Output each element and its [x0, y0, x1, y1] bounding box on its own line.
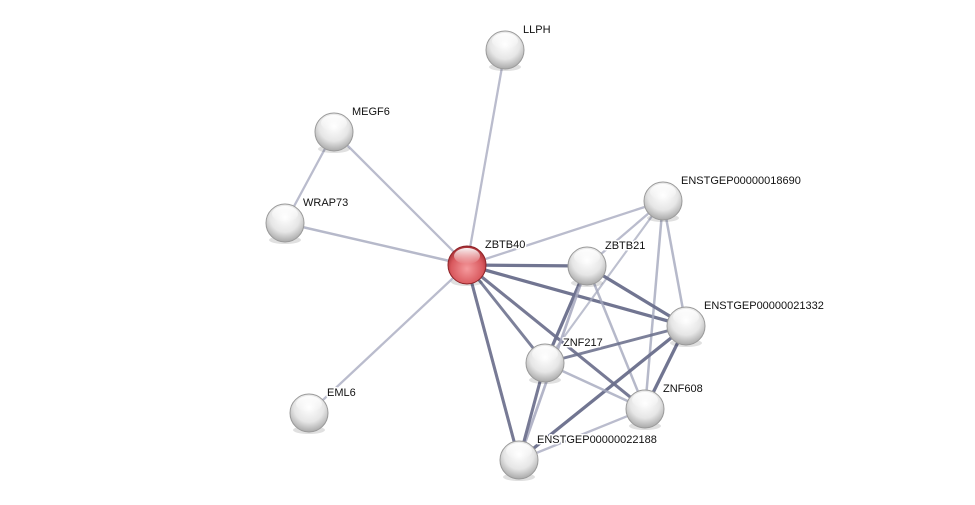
node-eml6[interactable]: EML6: [289, 386, 357, 434]
node-highlight: [532, 346, 558, 362]
edge-e18690-znf217[interactable]: [544, 200, 664, 364]
node-highlight: [650, 184, 676, 200]
node-e18690[interactable]: ENSTGEP00000018690: [643, 174, 802, 222]
node-highlight: [632, 392, 658, 408]
edge-zbtb40-e18690[interactable]: [466, 199, 664, 267]
edge-zbtb40-znf217[interactable]: [465, 264, 547, 364]
node-llph[interactable]: LLPH: [485, 23, 552, 71]
node-label: ZNF608: [663, 383, 703, 395]
edge-llph-zbtb40[interactable]: [465, 49, 507, 266]
edge-e21332-e22188[interactable]: [517, 324, 688, 462]
node-znf608[interactable]: ZNF608: [625, 382, 704, 430]
node-label: ENSTGEP00000021332: [704, 300, 824, 312]
node-label: WRAP73: [303, 197, 348, 209]
edge-zbtb40-e22188[interactable]: [465, 264, 521, 461]
node-zbtb40[interactable]: ZBTB40: [447, 238, 527, 286]
node-highlight: [296, 396, 322, 412]
node-highlight: [321, 115, 347, 131]
edge-megf6-zbtb40[interactable]: [333, 131, 468, 266]
node-highlight: [673, 309, 699, 325]
node-label: ENSTGEP00000018690: [681, 175, 801, 187]
edge-e18690-e21332[interactable]: [661, 200, 688, 327]
edge-zbtb40-zbtb21[interactable]: [466, 263, 588, 268]
node-label: ENSTGEP00000022188: [537, 434, 657, 446]
node-megf6[interactable]: MEGF6: [314, 105, 391, 153]
node-label: ZBTB40: [485, 239, 525, 251]
edge-znf608-e22188[interactable]: [518, 407, 646, 462]
node-highlight: [454, 248, 480, 264]
node-znf217[interactable]: ZNF217: [525, 336, 604, 384]
node-zbtb21[interactable]: ZBTB21: [567, 239, 647, 287]
node-e22188[interactable]: ENSTGEP00000022188: [499, 433, 658, 481]
edge-wrap73-zbtb40[interactable]: [284, 221, 468, 267]
node-e21332[interactable]: ENSTGEP00000021332: [666, 299, 825, 347]
node-label: ZNF217: [563, 337, 603, 349]
node-highlight: [492, 33, 518, 49]
node-label: EML6: [327, 387, 356, 399]
node-label: ZBTB21: [605, 240, 645, 252]
node-label: LLPH: [523, 24, 551, 36]
edge-e21332-znf217[interactable]: [544, 324, 687, 365]
node-wrap73[interactable]: WRAP73: [265, 196, 350, 244]
node-highlight: [272, 206, 298, 222]
node-label: MEGF6: [352, 106, 390, 118]
edge-zbtb21-znf608[interactable]: [585, 265, 647, 410]
edge-eml6-zbtb40[interactable]: [308, 264, 468, 414]
node-highlight: [574, 249, 600, 265]
node-highlight: [506, 443, 532, 459]
